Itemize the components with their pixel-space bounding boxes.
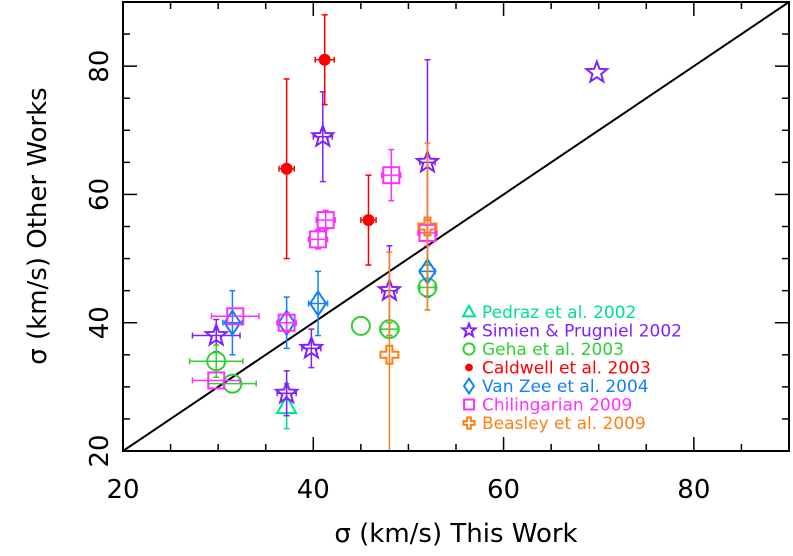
cross-marker — [462, 416, 476, 430]
identity-line-layer — [122, 1, 790, 452]
dot-marker — [465, 363, 473, 372]
legend-item: Caldwell et al. 2003 — [465, 359, 651, 379]
cross-marker — [379, 344, 400, 365]
y-tick-label: 40 — [85, 306, 115, 339]
star-marker — [309, 122, 336, 148]
data-point — [307, 270, 329, 337]
legend-label: Beasley et al. 2009 — [482, 414, 646, 434]
star-marker — [273, 379, 300, 405]
circle-marker — [350, 315, 371, 336]
square-marker — [382, 166, 401, 185]
y-axis-title: σ (km/s) Other Works — [23, 87, 53, 364]
square-marker — [277, 313, 296, 332]
star-marker — [583, 58, 611, 84]
star-marker — [459, 320, 479, 339]
legend-label: Geha et al. 2003 — [482, 340, 624, 360]
legend-label: Simien & Prugniel 2002 — [482, 322, 682, 342]
legend-item: Chilingarian 2009 — [463, 396, 632, 416]
data-point — [307, 228, 329, 250]
plot-frame — [122, 1, 790, 452]
diamond-marker — [277, 308, 296, 337]
x-tick-label: 80 — [677, 475, 710, 505]
x-tick-label: 40 — [297, 475, 330, 505]
legend-label: Pedraz et al. 2002 — [482, 303, 636, 323]
cross-marker — [417, 216, 438, 237]
square-marker — [309, 230, 328, 249]
data-point — [314, 14, 335, 106]
data-point — [315, 209, 336, 231]
data-point — [298, 328, 325, 369]
data-point — [583, 58, 611, 84]
legend-label: Van Zee et al. 2004 — [482, 377, 649, 397]
x-axis-title: σ (km/s) This Work — [334, 519, 577, 549]
dot-marker — [362, 214, 375, 227]
data-point — [417, 142, 438, 311]
data-point — [381, 148, 402, 202]
square-marker — [463, 398, 475, 411]
legend-label: Chilingarian 2009 — [482, 396, 632, 416]
x-tick-label: 20 — [106, 475, 139, 505]
data-point — [191, 371, 241, 390]
legend-item: Beasley et al. 2009 — [462, 414, 646, 434]
tick-marks — [122, 1, 790, 452]
circle-marker — [206, 351, 227, 372]
square-marker — [207, 371, 226, 390]
dot-marker — [318, 53, 331, 66]
diamond-marker — [462, 376, 476, 396]
y-tick-label: 20 — [85, 434, 115, 467]
data-points — [188, 14, 611, 451]
star-marker — [203, 321, 230, 347]
square-marker — [316, 211, 335, 230]
data-point — [210, 307, 260, 326]
y-tick-label: 60 — [85, 178, 115, 211]
data-point — [379, 251, 400, 451]
series-group — [191, 148, 438, 390]
diamond-marker — [308, 289, 328, 318]
data-point — [276, 312, 297, 334]
tick-labels: 20 40 60 80 20 40 60 80 — [85, 50, 710, 505]
star-marker — [298, 334, 325, 360]
series-group — [278, 14, 377, 266]
legend-label: Caldwell et al. 2003 — [482, 359, 651, 379]
dot-marker — [280, 162, 293, 175]
legend-item: Pedraz et al. 2002 — [461, 303, 636, 323]
data-point — [278, 78, 296, 260]
data-point — [360, 174, 377, 266]
data-point — [309, 91, 336, 183]
data-point — [222, 289, 243, 356]
identity-line — [122, 1, 790, 452]
data-point — [350, 315, 371, 336]
data-point — [273, 370, 300, 417]
triangle-marker — [461, 303, 477, 318]
y-tick-label: 80 — [85, 50, 115, 83]
square-marker — [226, 307, 245, 326]
series-group — [379, 142, 438, 451]
circle-marker — [462, 342, 476, 356]
legend-item: Simien & Prugniel 2002 — [459, 320, 682, 342]
legend-item: Geha et al. 2003 — [462, 340, 624, 360]
legend-item: Van Zee et al. 2004 — [462, 376, 649, 397]
x-tick-label: 60 — [487, 475, 520, 505]
